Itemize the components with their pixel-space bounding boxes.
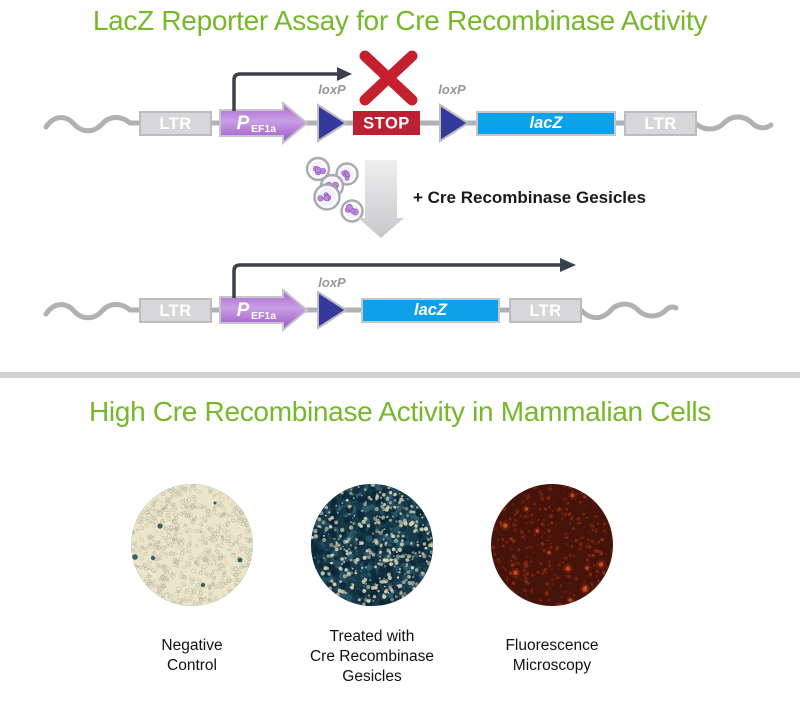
micrograph-negative-control <box>131 484 253 606</box>
construct-after-diagram: LTR P EF1a loxP lacZ LTR <box>43 258 679 333</box>
ltr-box-right: LTR <box>624 111 697 136</box>
loxp-site <box>317 290 348 330</box>
loxp-label-left: loxP <box>318 82 346 97</box>
transcription-arrow-active <box>232 258 576 298</box>
loxp-label: loxP <box>318 275 346 290</box>
ltr-box-left: LTR <box>139 111 212 136</box>
promoter-label: P <box>237 300 250 321</box>
transcription-arrow-blocked <box>232 67 352 111</box>
lacz-box: lacZ <box>476 111 616 136</box>
caption-line: Microscopy <box>512 657 592 674</box>
ltr-label: LTR <box>159 115 191 133</box>
caption-line: Treated with <box>329 628 415 645</box>
promoter-arrow: P EF1a <box>219 287 309 333</box>
dna-wave-left <box>43 302 143 321</box>
promoter-subscript: EF1a <box>251 310 276 322</box>
panel-caption: Negative Control <box>102 636 282 676</box>
panel-caption: Treated with Cre Recombinase Gesicles <box>282 627 462 687</box>
panel-fluorescence: Fluorescence Microscopy <box>462 480 642 676</box>
ltr-box-left: LTR <box>139 298 212 323</box>
construct-before-diagram: LTR P EF1a loxP STOP loxP lacZ LTR <box>43 50 774 146</box>
stop-box: STOP <box>353 111 420 135</box>
promoter-subscript: EF1a <box>251 123 276 135</box>
ltr-label: LTR <box>159 302 191 320</box>
section1-title: LacZ Reporter Assay for Cre Recombinase … <box>92 5 708 36</box>
ltr-label: LTR <box>644 115 676 133</box>
lacz-box: lacZ <box>361 298 500 323</box>
caption-line: Control <box>167 657 217 674</box>
caption-line: Gesicles <box>342 668 402 685</box>
panel-negative-control: Negative Control <box>102 480 282 676</box>
section-divider <box>0 372 800 378</box>
lacz-label: lacZ <box>529 114 563 132</box>
ltr-label: LTR <box>529 302 561 320</box>
panel-caption: Fluorescence Microscopy <box>462 636 642 676</box>
down-arrow-icon <box>358 160 404 238</box>
treatment-label: + Cre Recombinase Gesicles <box>413 188 646 207</box>
caption-line: Cre Recombinase <box>309 648 435 665</box>
blocked-x-icon <box>359 50 418 106</box>
ltr-box-right: LTR <box>509 298 582 323</box>
dna-wave-right <box>578 301 679 321</box>
loxp-label-right: loxP <box>438 82 466 97</box>
lacz-label: lacZ <box>414 301 448 319</box>
caption-line: Fluorescence <box>505 637 599 654</box>
dna-wave-left <box>43 115 143 134</box>
promoter-arrow: P EF1a <box>219 100 309 146</box>
dna-wave-right <box>692 114 774 132</box>
section2-title: High Cre Recombinase Activity in Mammali… <box>88 396 712 427</box>
caption-line: Negative <box>161 637 223 654</box>
gesicles-icon <box>305 156 364 223</box>
micrograph-fluorescence <box>491 484 613 606</box>
panel-treated: Treated with Cre Recombinase Gesicles <box>282 480 462 687</box>
micrograph-treated <box>311 484 433 606</box>
stop-label: STOP <box>363 115 410 133</box>
promoter-label: P <box>237 113 250 134</box>
loxp-site-left <box>317 103 348 143</box>
loxp-site-right <box>439 103 470 143</box>
